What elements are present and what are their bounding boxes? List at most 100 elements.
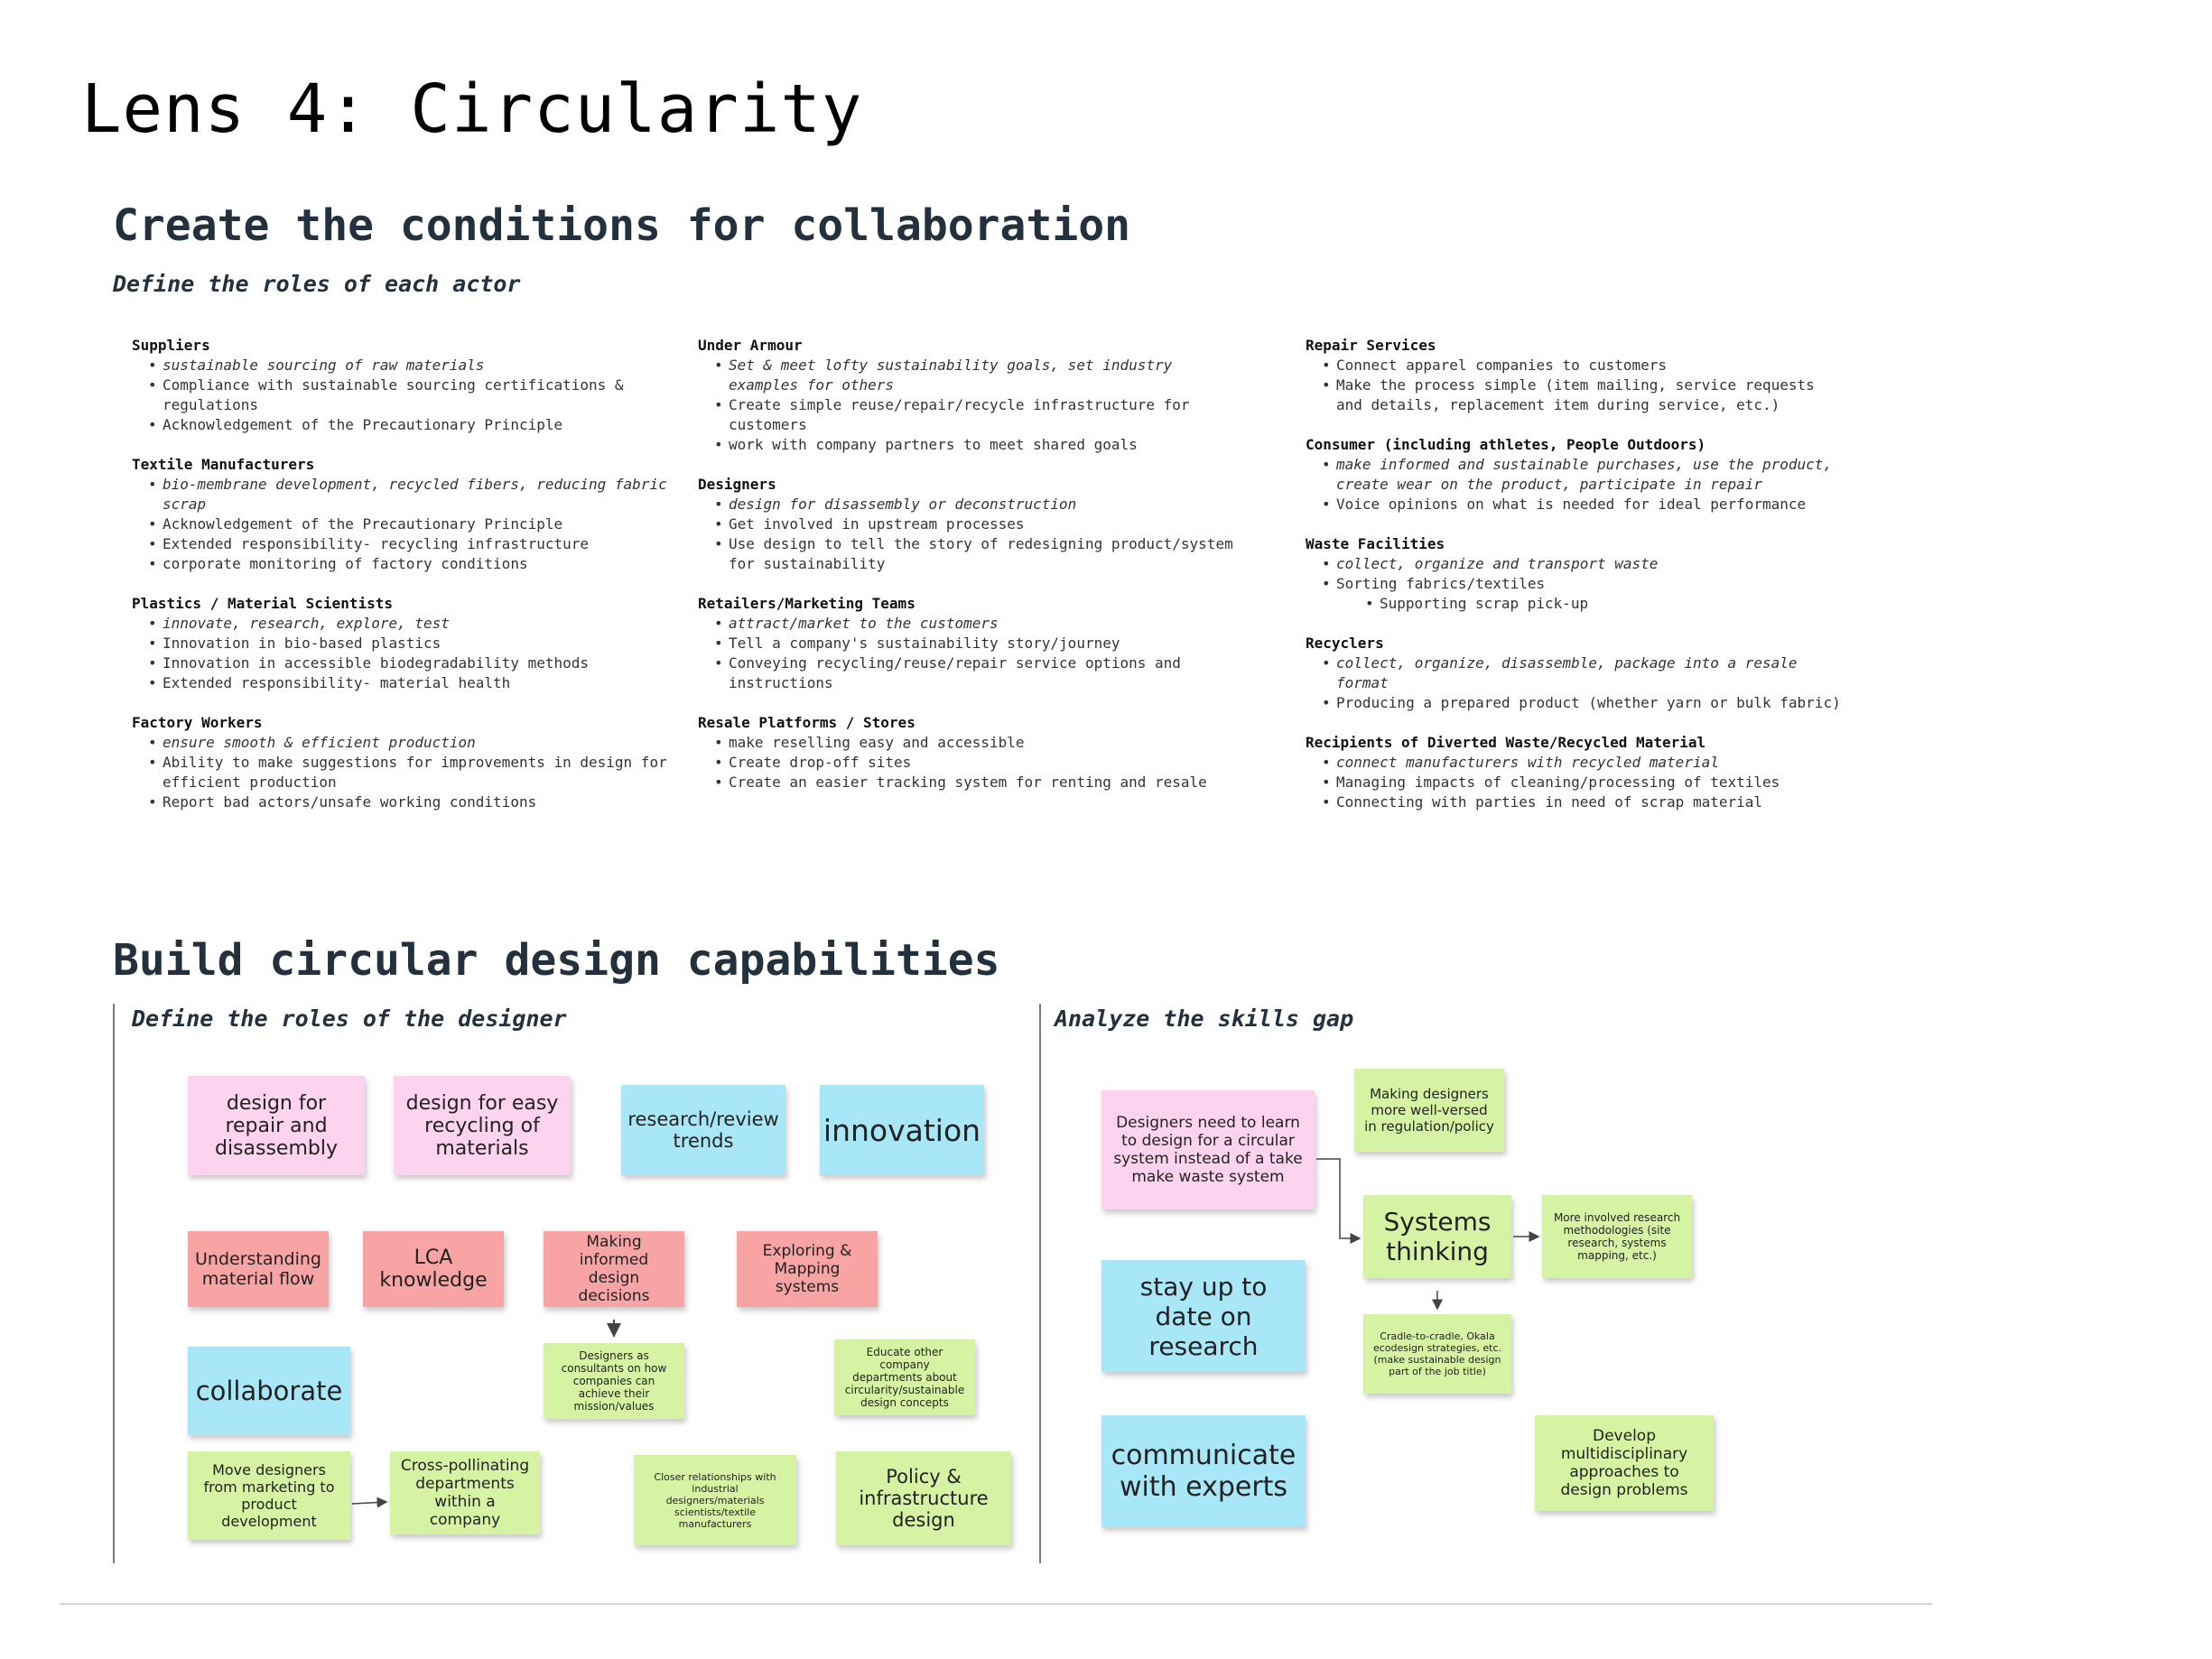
actor-block: Recyclerscollect, organize, disassemble,… — [1306, 634, 1847, 713]
sticky-note-move-designers: Move designers from marketing to product… — [188, 1451, 350, 1540]
subheading-skills-gap: Analyze the skills gap — [1055, 1006, 1354, 1032]
sticky-note-circular-system: Designers need to learn to design for a … — [1101, 1090, 1315, 1209]
actor-role-list: innovate, research, explore, testInnovat… — [132, 614, 674, 693]
actor-role-item: Make the process simple (item mailing, s… — [1306, 375, 1847, 415]
sticky-note-cross-pollinating: Cross-pollinating departments within a c… — [390, 1451, 540, 1534]
sticky-note-communicate-experts: communicate with experts — [1101, 1415, 1306, 1527]
actor-name: Retailers/Marketing Teams — [698, 595, 915, 612]
actor-block: Recipients of Diverted Waste/Recycled Ma… — [1306, 733, 1847, 812]
sticky-note-educate-departments: Educate other company departments about … — [834, 1339, 975, 1415]
actor-role-item: Supporting scrap pick-up — [1306, 594, 1847, 614]
actor-role-item: Producing a prepared product (whether ya… — [1306, 693, 1847, 713]
actor-role-item: Conveying recycling/reuse/repair service… — [698, 653, 1240, 693]
actor-role-item: Innovation in bio-based plastics — [132, 634, 674, 653]
actor-name: Recyclers — [1306, 635, 1384, 652]
actor-role-item: Acknowledgement of the Precautionary Pri… — [132, 415, 674, 435]
actor-name: Suppliers — [132, 337, 210, 354]
sticky-note-designers-consultants: Designers as consultants on how companie… — [544, 1343, 684, 1419]
actor-block: Textile Manufacturers bio-membrane develo… — [132, 455, 674, 574]
sticky-note-mapping-systems: Exploring & Mapping systems — [737, 1231, 878, 1307]
actor-role-list: sustainable sourcing of raw materialsCom… — [132, 356, 674, 435]
actor-role-item: collect, organize, disassemble, package … — [1306, 653, 1847, 693]
actor-name: Resale Platforms / Stores — [698, 714, 915, 731]
sticky-note-cradle-to-cradle: Cradle-to-cradle, Okala ecodesign strate… — [1363, 1314, 1511, 1394]
actor-role-item: Report bad actors/unsafe working conditi… — [132, 792, 674, 812]
actor-role-item: innovate, research, explore, test — [132, 614, 674, 634]
actor-role-item: Create an easier tracking system for ren… — [698, 773, 1240, 792]
actor-role-list: ensure smooth & efficient productionAbil… — [132, 733, 674, 812]
sticky-note-multidisciplinary: Develop multidisciplinary approaches to … — [1535, 1415, 1714, 1511]
subheading-actor-roles: Define the roles of each actor — [113, 271, 521, 297]
actor-role-item: collect, organize and transport waste — [1306, 554, 1847, 574]
actor-role-item: Voice opinions on what is needed for ide… — [1306, 495, 1847, 514]
connector-circular-to-systems — [1316, 1158, 1362, 1244]
actor-role-item: Get involved in upstream processes — [698, 514, 1240, 534]
actor-block: Designers design for disassembly or decon… — [698, 475, 1240, 574]
actor-role-list: collect, organize and transport wasteSor… — [1306, 554, 1847, 614]
actor-role-item: Connecting with parties in need of scrap… — [1306, 792, 1847, 812]
actor-block: Under ArmourSet & meet lofty sustainabil… — [698, 336, 1240, 455]
actors-column-2: Under ArmourSet & meet lofty sustainabil… — [698, 336, 1240, 812]
actor-role-item: Create drop-off sites — [698, 753, 1240, 773]
actor-role-item: Use design to tell the story of redesign… — [698, 534, 1240, 574]
actor-role-list: make reselling easy and accessibleCreate… — [698, 733, 1240, 792]
actor-role-list: design for disassembly or deconstruction… — [698, 495, 1240, 574]
actor-role-item: Ability to make suggestions for improvem… — [132, 753, 674, 792]
sticky-note-stay-up-to-date: stay up to date on research — [1101, 1260, 1306, 1372]
actor-role-item: Tell a company's sustainability story/jo… — [698, 634, 1240, 653]
actor-name: Consumer (including athletes, People Out… — [1306, 436, 1706, 453]
actor-block: Waste Facilitiescollect, organize and tr… — [1306, 534, 1847, 614]
actor-role-list: bio-membrane development, recycled fiber… — [132, 475, 674, 574]
actor-role-item: attract/market to the customers — [698, 614, 1240, 634]
actor-role-item: Extended responsibility- recycling infra… — [132, 534, 674, 554]
actor-role-item: work with company partners to meet share… — [698, 435, 1240, 455]
sticky-note-regulation-policy: Making designers more well-versed in reg… — [1354, 1069, 1504, 1152]
actors-column-1: Suppliers sustainable sourcing of raw mat… — [132, 336, 674, 832]
actor-block: Suppliers sustainable sourcing of raw mat… — [132, 336, 674, 435]
actor-block: Resale Platforms / Stores make reselling … — [698, 713, 1240, 792]
sticky-note-design-for-repair: design for repair and disassembly — [188, 1076, 365, 1175]
actor-role-list: Connect apparel companies to customersMa… — [1306, 356, 1847, 415]
actors-column-3: Repair ServicesConnect apparel companies… — [1306, 336, 1847, 832]
actor-role-item: Sorting fabrics/textiles — [1306, 574, 1847, 594]
connector-move-to-cross — [351, 1497, 388, 1508]
actor-role-item: make reselling easy and accessible — [698, 733, 1240, 753]
sticky-note-systems-thinking: Systems thinking — [1363, 1195, 1511, 1278]
actor-name: Recipients of Diverted Waste/Recycled Ma… — [1306, 734, 1706, 751]
section-heading-collaboration: Create the conditions for collaboration — [113, 200, 1131, 251]
actor-role-list: attract/market to the customersTell a co… — [698, 614, 1240, 693]
sticky-note-research-trends: research/review trends — [621, 1085, 785, 1175]
actor-block: Factory Workersensure smooth & efficient… — [132, 713, 674, 812]
sticky-note-material-flow: Understanding material flow — [188, 1231, 329, 1307]
actor-name: Textile Manufacturers — [132, 456, 315, 473]
left-panel-divider — [113, 1004, 115, 1563]
actor-role-item: Connect apparel companies to customers — [1306, 356, 1847, 375]
actor-role-item: Acknowledgement of the Precautionary Pri… — [132, 514, 674, 534]
actor-block: Plastics / Material Scientistsinnovate, … — [132, 594, 674, 693]
actor-role-list: collect, organize, disassemble, package … — [1306, 653, 1847, 713]
page-title: Lens 4: Circularity — [81, 70, 863, 148]
actor-role-item: Extended responsibility- material health — [132, 673, 674, 693]
sticky-note-lca-knowledge: LCA knowledge — [363, 1231, 504, 1307]
actor-role-item: Create simple reuse/repair/recycle infra… — [698, 395, 1240, 435]
actor-name: Designers — [698, 476, 776, 493]
actor-role-item: design for disassembly or deconstruction — [698, 495, 1240, 514]
sticky-note-informed-design: Making informed design decisions — [544, 1231, 684, 1307]
actor-block: Consumer (including athletes, People Out… — [1306, 435, 1847, 514]
actor-name: Under Armour — [698, 337, 803, 354]
actor-role-item: ensure smooth & efficient production — [132, 733, 674, 753]
section-heading-capabilities: Build circular design capabilities — [113, 935, 1000, 986]
actor-role-item: bio-membrane development, recycled fiber… — [132, 475, 674, 514]
sticky-note-research-methodologies: More involved research methodologies (si… — [1542, 1195, 1692, 1278]
sticky-note-innovation: innovation — [820, 1085, 984, 1175]
sticky-note-design-for-recycling: design for easy recycling of materials — [394, 1076, 571, 1175]
actor-block: Retailers/Marketing Teams attract/market … — [698, 594, 1240, 693]
center-panel-divider — [1039, 1004, 1041, 1563]
sticky-note-collaborate: collaborate — [188, 1347, 350, 1435]
actor-role-item: Compliance with sustainable sourcing cer… — [132, 375, 674, 415]
actor-role-list: Set & meet lofty sustainability goals, s… — [698, 356, 1240, 455]
actor-name: Repair Services — [1306, 337, 1436, 354]
actor-role-list: connect manufacturers with recycled mate… — [1306, 753, 1847, 812]
actor-role-item: make informed and sustainable purchases,… — [1306, 455, 1847, 495]
actor-role-list: make informed and sustainable purchases,… — [1306, 455, 1847, 514]
